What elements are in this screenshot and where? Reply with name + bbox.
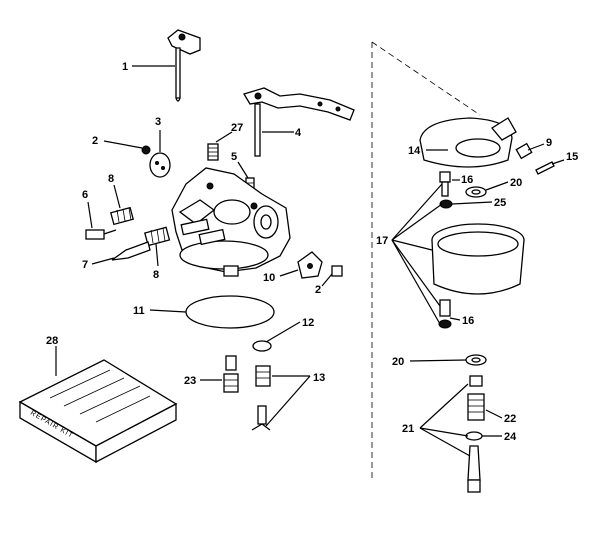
part-choke-shaft [243,87,355,157]
dashed-guide-lines [371,41,481,480]
part-seat-13 [251,365,271,431]
label-25: 25 [494,197,506,209]
part-o-ring-24 [465,431,483,441]
label-4: 4 [295,127,302,139]
label-8-lower: 8 [153,269,159,281]
label-27: 27 [231,122,243,134]
part-spring-8-upper [109,206,135,226]
part-screw-6 [85,229,117,240]
label-21: 21 [402,423,414,435]
label-12: 12 [302,317,314,329]
part-spring-27 [207,143,219,161]
label-3: 3 [155,116,161,128]
part-labels: 1 2 3 27 4 5 6 8 7 8 10 2 11 12 28 23 13… [46,61,578,443]
label-8-upper: 8 [108,173,114,185]
label-10: 10 [263,272,275,284]
label-15: 15 [566,151,578,163]
part-gasket-ring [185,295,275,329]
part-screw-16-upper [439,171,451,197]
label-11: 11 [133,305,145,317]
part-throttle-shaft [167,29,201,102]
label-20-lower: 20 [392,356,404,368]
part-washer-20-upper [465,186,487,198]
label-24: 24 [504,431,517,443]
part-washer-20-lower [465,354,487,366]
part-float-bowl-17 [431,223,525,295]
label-2-lower: 2 [315,284,321,296]
part-screw-lower [331,265,343,277]
part-throttle-plate [149,152,171,178]
label-16-upper: 16 [461,174,473,186]
part-screw-21 [467,445,481,493]
label-5: 5 [231,151,237,163]
part-spring-8-lower [144,226,171,247]
label-9: 9 [546,137,552,149]
label-23: 23 [184,375,196,387]
part-o-ring [252,340,272,352]
part-spring-9 [515,142,533,160]
part-jet-23 [223,355,239,393]
part-pin-15 [535,161,555,175]
label-20-upper: 20 [510,177,522,189]
label-13: 13 [313,372,325,384]
part-screw-16-lower [438,299,452,329]
part-bracket-10 [297,251,323,279]
label-14: 14 [408,145,421,157]
part-spring-22 [467,375,485,421]
part-carburetor-body [171,167,291,277]
label-16-lower: 16 [462,315,474,327]
label-6: 6 [82,189,88,201]
label-17: 17 [376,235,388,247]
leader-lines [55,65,565,457]
label-2-upper: 2 [92,135,98,147]
label-7: 7 [82,259,88,271]
part-float-14 [419,117,517,168]
part-needle-screw-7 [111,241,151,261]
part-repair-kit: REPAIR KIT [18,359,178,464]
part-screw-upper [141,145,151,155]
label-28: 28 [46,335,58,347]
label-1: 1 [122,61,128,73]
label-22: 22 [504,413,516,425]
